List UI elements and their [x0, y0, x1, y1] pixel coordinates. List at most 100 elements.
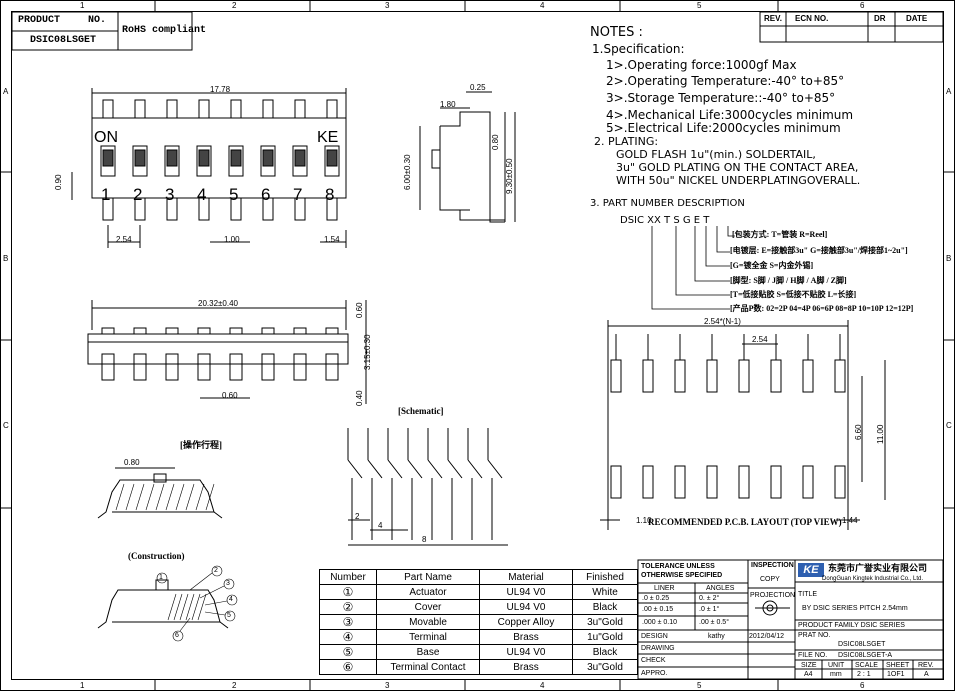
dim-schematic-8: 8 [422, 535, 427, 544]
bom-finish: Black [572, 644, 638, 660]
dim-3-15: 3.15±0.30 [363, 334, 372, 370]
table-row: ⑥ Terminal Contact Brass 3u"Gold [319, 659, 638, 675]
bom-num: ⑤ [319, 644, 377, 660]
dim-1-00: 1.00 [224, 235, 240, 244]
col-label-5: 5 [697, 1, 702, 10]
pcb-pad-top [738, 359, 750, 393]
title-value: BY DSIC SERIES PITCH 2.54mm [802, 605, 908, 612]
title-label: TITLE [798, 591, 818, 598]
bom-finish: White [572, 584, 638, 600]
col-label-4-bottom: 4 [540, 681, 545, 690]
sheet-label: SHEET [886, 662, 910, 669]
bom-part-name: Base [376, 644, 480, 660]
table-row: ⑤ Base UL94 V0 Black [319, 644, 638, 660]
front-top-pin [294, 99, 306, 119]
bom-header-finished: Finished [572, 569, 638, 585]
bom-part-name: Terminal [376, 629, 480, 645]
bom-finish: 3u"Gold [572, 614, 638, 630]
legend-6: [产品P数: 02=2P 04=4P 06=6P 08=8P 10=10P 12… [730, 304, 914, 313]
size-value: A4 [804, 671, 813, 678]
legend-3: [G=镀全金 S=内金外锡] [730, 261, 814, 270]
col-label-2-bottom: 2 [232, 681, 237, 690]
schematic-switch-blade [347, 459, 363, 479]
callout-4: 4 [229, 596, 233, 603]
designer-name: kathy [708, 633, 725, 640]
product-family: PRODUCT FAMILY DSIC SERIES [798, 622, 905, 629]
check-label: CHECK [641, 657, 666, 664]
bom-header-part-name: Part Name [376, 569, 480, 585]
notes-title: NOTES : [590, 25, 643, 40]
front-bottom-pin [102, 197, 114, 221]
legend-1: [包装方式: T=管装 R=Reel] [732, 230, 828, 239]
bom-material: Brass [479, 629, 573, 645]
schematic-switch-blade [387, 459, 403, 479]
part-number-title: 3. PART NUMBER DESCRIPTION [590, 198, 745, 209]
section-hatch [185, 483, 195, 511]
table-row: ④ Terminal Brass 1u"Gold [319, 629, 638, 645]
front-top-pin [134, 99, 146, 119]
section-hatch [125, 483, 135, 511]
angles-header: ANGLES [706, 585, 735, 592]
spec-5: 5>.Electrical Life:2000cycles minimum [606, 121, 841, 135]
dim-0-80-section: 0.80 [124, 458, 140, 467]
projection-label: PROJECTION [750, 592, 796, 599]
col-label-6-bottom: 6 [860, 681, 865, 690]
bottom-view-pin [325, 353, 339, 381]
front-bottom-pin [294, 197, 306, 221]
table-row: ① Actuator UL94 V0 White [319, 584, 638, 600]
size-label: SIZE [801, 662, 817, 669]
row-label-a: A [3, 87, 9, 96]
bom-num: ④ [319, 629, 377, 645]
callout-5: 5 [227, 612, 231, 619]
bom-num: ③ [319, 614, 377, 630]
bom-part-name: Cover [376, 599, 480, 615]
section-hatch [165, 483, 175, 511]
spec-4: 4>.Mechanical Life:3000cycles minimum [606, 108, 854, 122]
front-top-pin [230, 99, 242, 119]
bottom-view-top-pin [197, 327, 211, 335]
switch-number-4: 4 [197, 185, 207, 204]
legend-5: [T=低接贴胶 S=低接不贴胶 L=长接] [730, 290, 857, 299]
dim-pitch-n: 2.54*(N-1) [704, 317, 741, 326]
switch-actuator [262, 149, 274, 167]
bom-part-name: Terminal Contact [376, 659, 480, 675]
switch-actuator [294, 149, 306, 167]
legend-2: [电镀层: E=接触部3u" G=接触部3u"/焊接部1~2u"] [730, 246, 908, 255]
bom-num: ② [319, 599, 377, 615]
callout-1: 1 [159, 574, 163, 581]
product-part-number: DSIC08LSGET [30, 35, 97, 46]
file-number-label: FILE NO. [798, 652, 828, 659]
legend-4: [脚型: S脚 / J脚 / H脚 / A脚 / Z脚] [730, 276, 847, 285]
callout-3: 3 [226, 580, 230, 587]
front-top-pin [166, 99, 178, 119]
plating-title: 2. PLATING: [594, 135, 659, 148]
dr-header: DR [874, 14, 886, 23]
schematic-switch-blade [407, 459, 423, 479]
switch-number-1: 1 [101, 185, 111, 204]
pcb-title: RECOMMENDED P.C.B. LAYOUT (TOP VIEW) [648, 517, 842, 527]
bottom-view-top-pin [165, 327, 179, 335]
row-label-b: B [3, 254, 9, 263]
bom-header-material: Material [479, 569, 573, 585]
drawing-label: DRAWING [641, 645, 675, 652]
pcb-pad-top [770, 359, 782, 393]
dim-17-78: 17.78 [210, 85, 231, 94]
company-name-en: DongGuan Kingtek Industrial Co., Ltd. [822, 576, 924, 582]
front-top-pin [198, 99, 210, 119]
schematic-switch-blade [367, 459, 383, 479]
unit-value: mm [830, 671, 842, 678]
dim-2-54-pcb: 2.54 [752, 335, 768, 344]
inspection-label: INSPECTION [751, 562, 794, 569]
date-header: DATE [906, 14, 928, 23]
appro-label: APPRO. [641, 670, 668, 677]
col-label-3-bottom: 3 [385, 681, 390, 690]
plating-2: 3u" GOLD PLATING ON THE CONTACT AREA, [616, 161, 859, 174]
bottom-view-pin [101, 353, 115, 381]
part-number-label: PRAT NO. [798, 632, 831, 639]
front-bottom-pin [166, 197, 178, 221]
construction-hatch [197, 593, 207, 621]
dim-0-80-side: 0.80 [491, 134, 500, 150]
bottom-view-pin [165, 353, 179, 381]
pcb-pad-bottom [610, 465, 622, 499]
company-logo: KE [798, 563, 824, 577]
